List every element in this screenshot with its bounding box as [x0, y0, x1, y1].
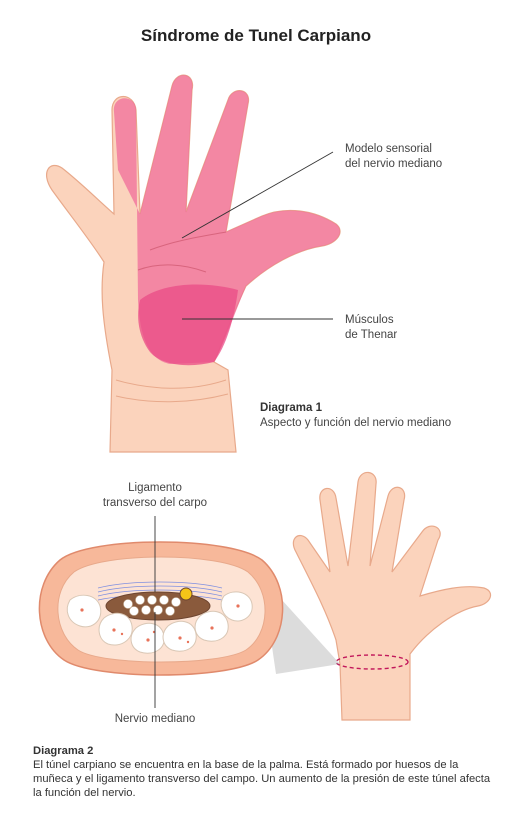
diagram1-caption: Diagrama 1 Aspecto y función del nervio … — [260, 401, 451, 431]
carpal-tunnel-marker — [335, 654, 409, 670]
diagram2-heading: Diagrama 2 — [33, 745, 94, 757]
thenar-muscles-label: Músculos de Thenar — [345, 314, 398, 341]
hand-small — [292, 471, 492, 721]
thenar-muscles-area — [138, 284, 238, 366]
hand-large — [46, 74, 341, 453]
diagram1-heading: Diagrama 1 — [260, 402, 323, 414]
sensory-callout-line — [181, 151, 334, 239]
sensory-model-label: Modelo sensorial del nervio mediano — [345, 143, 443, 170]
small-hand-outline — [292, 471, 492, 721]
page-title: Síndrome de Tunel Carpiano — [140, 26, 372, 45]
diagram2-text: El túnel carpiano se encuentra en la bas… — [33, 759, 491, 799]
diagram2-description: Diagrama 2 El túnel carpiano se encuentr… — [33, 744, 493, 800]
ligament-label: Ligamento transverso del carpo — [102, 482, 208, 509]
median-nerve-label: Nervio mediano — [114, 713, 196, 725]
diagram1-text: Aspecto y función del nervio mediano — [260, 417, 452, 429]
median-nerve — [179, 587, 193, 601]
carpal-bones — [66, 591, 253, 654]
carpal-cross-section — [38, 541, 284, 676]
